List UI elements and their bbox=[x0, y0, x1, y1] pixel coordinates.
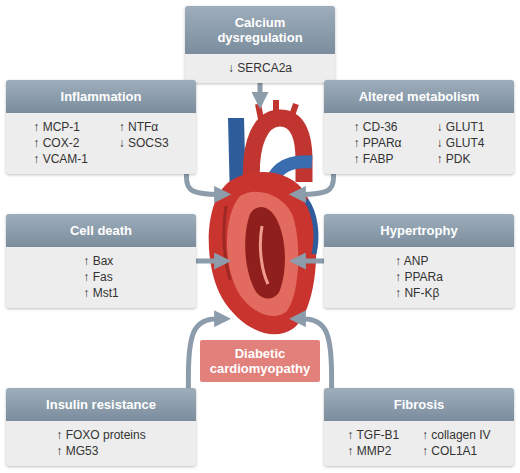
category-heading: Altered metabolism bbox=[324, 80, 514, 113]
marker-column: ↑ ANP↑ PPARa↑ NF-Kβ bbox=[395, 253, 443, 301]
category-box: Insulin resistance ↑ FOXO proteins↑ MG53 bbox=[6, 388, 196, 466]
marker-column: ↑ MCP-1↑ COX-2↑ VCAM-1 bbox=[33, 119, 88, 167]
heart-septum bbox=[260, 226, 268, 284]
category-heading: Cell death bbox=[6, 214, 196, 247]
marker-list: ↑ MCP-1↑ COX-2↑ VCAM-1 ↑ NTFα↓ SOCS3 bbox=[6, 113, 196, 174]
marker-item: ↑ collagen IV bbox=[422, 427, 491, 443]
marker-item: ↑ PPARα bbox=[353, 135, 401, 151]
coronary-vein bbox=[306, 200, 316, 254]
category-box: Hypertrophy ↑ ANP↑ PPARa↑ NF-Kβ bbox=[324, 214, 514, 308]
category-box: Calcium dysregulation ↓ SERCA2a bbox=[185, 6, 335, 83]
marker-column: ↑ NTFα↓ SOCS3 bbox=[119, 119, 169, 167]
pathway-arrow bbox=[258, 83, 263, 104]
pathway-arrow bbox=[294, 259, 324, 264]
heart-node: Diabetic cardiomyopathy bbox=[226, 104, 294, 330]
pathway-arrow bbox=[187, 174, 227, 194]
marker-item: ↑ PPARa bbox=[395, 269, 443, 285]
category-heading: Insulin resistance bbox=[6, 388, 196, 421]
marker-list: ↑ CD-36↑ PPARα↑ FABP ↓ GLUT1↓ GLUT4↑ PDK bbox=[324, 113, 514, 174]
marker-item: ↑ TGF-B1 bbox=[347, 427, 399, 443]
category-box: Altered metabolism ↑ CD-36↑ PPARα↑ FABP ↓ … bbox=[324, 80, 514, 174]
marker-item: ↑ MMP2 bbox=[347, 443, 399, 459]
category-heading: Fibrosis bbox=[324, 388, 514, 421]
marker-item: ↑ FOXO proteins bbox=[56, 427, 145, 443]
marker-list: ↑ TGF-B1↑ MMP2 ↑ collagen IV↑ COL1A1 bbox=[324, 421, 514, 466]
marker-item: ↑ ANP bbox=[395, 253, 443, 269]
marker-item: ↑ Fas bbox=[83, 269, 118, 285]
pathway-arrow bbox=[196, 259, 226, 264]
marker-column: ↓ GLUT1↓ GLUT4↑ PDK bbox=[436, 119, 484, 167]
heart-cutaway bbox=[227, 192, 298, 316]
marker-item: ↓ SOCS3 bbox=[119, 135, 169, 151]
marker-item: ↑ NTFα bbox=[119, 119, 169, 135]
marker-item: ↓ GLUT1 bbox=[436, 119, 484, 135]
marker-item: ↑ Mst1 bbox=[83, 285, 118, 301]
category-box: Cell death ↑ Bax↑ Fas↑ Mst1 bbox=[6, 214, 196, 308]
marker-column: ↓ SERCA2a bbox=[228, 60, 292, 76]
marker-item: ↓ SERCA2a bbox=[228, 60, 292, 76]
marker-list: ↑ ANP↑ PPARa↑ NF-Kβ bbox=[324, 247, 514, 308]
marker-item: ↑ COX-2 bbox=[33, 135, 88, 151]
marker-item: ↑ VCAM-1 bbox=[33, 151, 88, 167]
marker-column: ↑ FOXO proteins↑ MG53 bbox=[56, 427, 145, 459]
marker-list: ↑ Bax↑ Fas↑ Mst1 bbox=[6, 247, 196, 308]
category-box: Fibrosis ↑ TGF-B1↑ MMP2 ↑ collagen IV↑ COL… bbox=[324, 388, 514, 466]
category-box: Inflammation ↑ MCP-1↑ COX-2↑ VCAM-1 ↑ NTFα… bbox=[6, 80, 196, 174]
marker-item: ↑ NF-Kβ bbox=[395, 285, 443, 301]
marker-item: ↑ COL1A1 bbox=[422, 443, 491, 459]
heart-chamber bbox=[245, 207, 285, 299]
category-heading: Inflammation bbox=[6, 80, 196, 113]
marker-column: ↑ Bax↑ Fas↑ Mst1 bbox=[83, 253, 118, 301]
marker-item: ↑ FABP bbox=[353, 151, 401, 167]
marker-item: ↓ GLUT4 bbox=[436, 135, 484, 151]
category-heading: Hypertrophy bbox=[324, 214, 514, 247]
marker-column: ↑ CD-36↑ PPARα↑ FABP bbox=[353, 119, 401, 167]
pathway-arrow bbox=[294, 174, 334, 194]
marker-item: ↑ MG53 bbox=[56, 443, 145, 459]
marker-list: ↑ FOXO proteins↑ MG53 bbox=[6, 421, 196, 466]
marker-item: ↑ MCP-1 bbox=[33, 119, 88, 135]
marker-item: ↑ CD-36 bbox=[353, 119, 401, 135]
marker-column: ↑ TGF-B1↑ MMP2 bbox=[347, 427, 399, 459]
heart-shading bbox=[224, 206, 230, 280]
marker-list: ↓ SERCA2a bbox=[185, 54, 335, 83]
marker-item: ↑ Bax bbox=[83, 253, 118, 269]
marker-column: ↑ collagen IV↑ COL1A1 bbox=[422, 427, 491, 459]
category-heading: Calcium dysregulation bbox=[185, 6, 335, 54]
diagnosis-label: Diabetic cardiomyopathy bbox=[200, 340, 320, 382]
marker-item: ↑ PDK bbox=[436, 151, 484, 167]
aorta-branches bbox=[258, 100, 296, 124]
